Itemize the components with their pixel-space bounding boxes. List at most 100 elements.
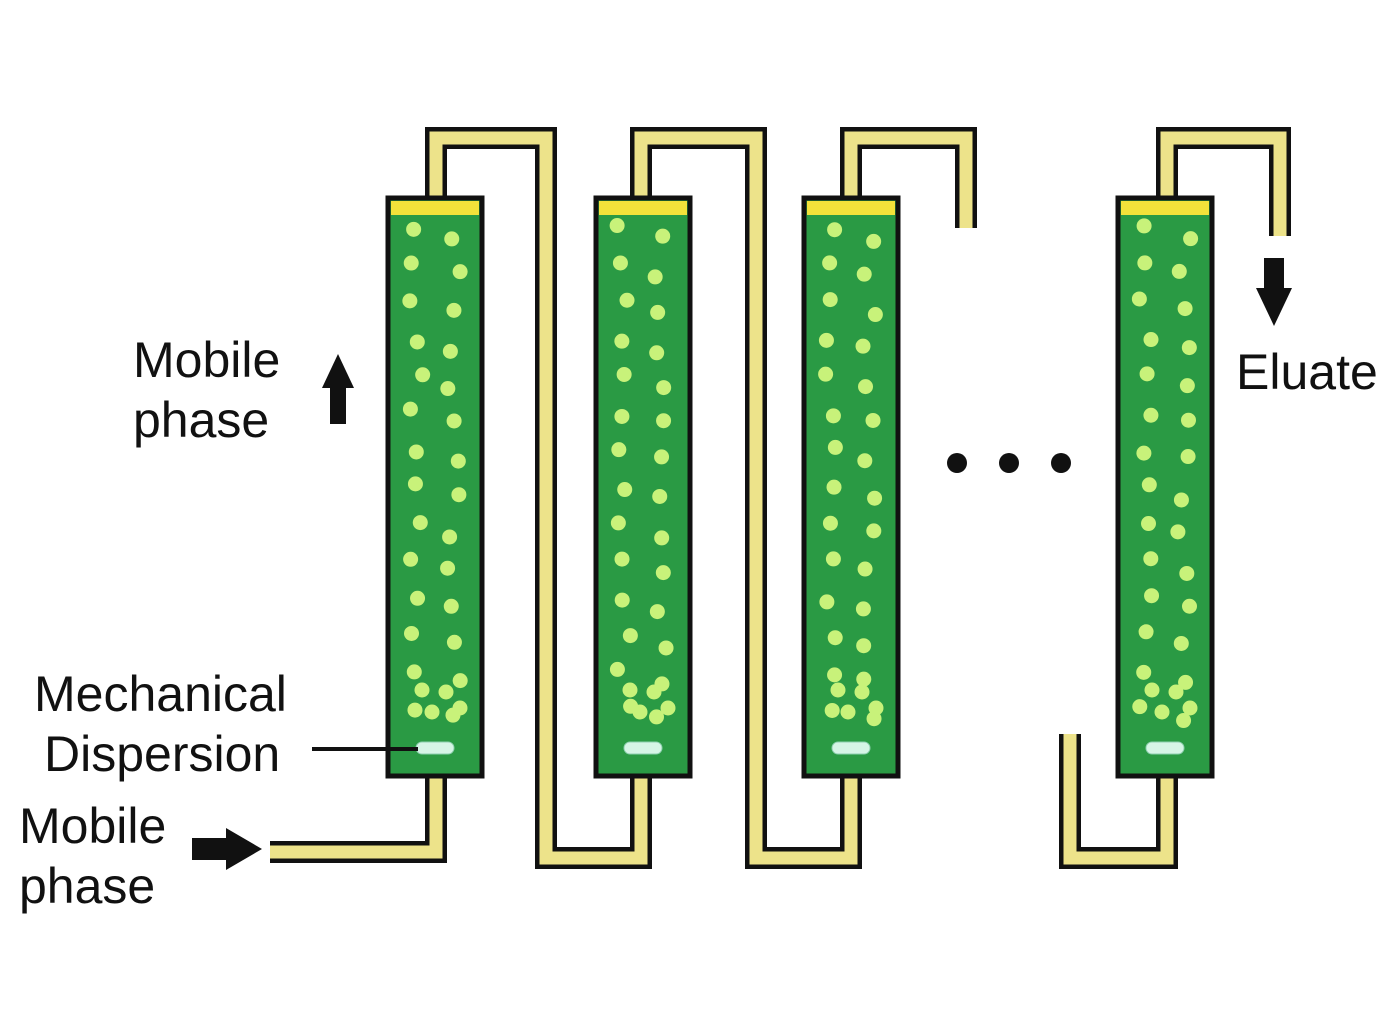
packing-bead: [632, 704, 648, 720]
packing-bead: [822, 255, 838, 271]
packing-bead: [1168, 684, 1184, 700]
packing-bead: [868, 700, 884, 716]
packing-bead: [654, 449, 670, 465]
packing-bead: [1177, 301, 1193, 317]
packing-bead: [827, 439, 843, 455]
packing-bead: [660, 700, 676, 716]
packing-bead: [646, 684, 662, 700]
packing-bead: [1180, 412, 1196, 428]
packing-bead: [1183, 231, 1199, 247]
packing-bead: [1138, 624, 1154, 640]
packing-bead: [610, 515, 626, 531]
tube-segment: [1063, 734, 1174, 865]
tube-segment: [844, 131, 973, 228]
packing-bead: [857, 561, 873, 577]
packing-bead: [442, 529, 458, 545]
packing-bead: [622, 682, 638, 698]
packing-bead: [408, 444, 424, 460]
packing-bead: [611, 442, 627, 458]
packing-bead: [649, 604, 665, 620]
packing-bead: [450, 453, 466, 469]
packing-bead: [1131, 291, 1147, 307]
packing-bead: [654, 530, 670, 546]
tube-segment: [1160, 131, 1287, 236]
packing-bead: [406, 221, 422, 237]
packing-bead: [617, 482, 633, 498]
packing-bead: [858, 379, 874, 395]
mobile-phase-flow-label: Mobile phase: [133, 330, 280, 450]
packing-bead: [1136, 445, 1152, 461]
mobile-phase-flow-line1: Mobile: [133, 332, 281, 388]
dispersion-disc: [623, 741, 663, 755]
tube-segment: [634, 131, 858, 865]
packing-bead: [446, 413, 462, 429]
packing-bead: [818, 366, 834, 382]
packing-bead: [404, 625, 420, 641]
packing-bead: [867, 490, 883, 506]
mobile-phase-flow-line2: phase: [133, 392, 270, 448]
packing-bead: [1141, 516, 1157, 532]
packing-bead: [1176, 713, 1192, 729]
tube-segment: [270, 760, 443, 859]
packing-bead: [609, 661, 625, 677]
packing-bead: [452, 673, 468, 689]
packing-bead: [406, 664, 422, 680]
packing-bead: [451, 487, 467, 503]
packing-bead: [1144, 588, 1160, 604]
packing-bead: [819, 594, 835, 610]
packing-bead: [656, 413, 672, 429]
packing-bead: [414, 682, 430, 698]
packing-bead: [443, 598, 459, 614]
packing-bead: [1132, 699, 1148, 715]
top-frit: [807, 201, 895, 215]
packing-bead: [1144, 682, 1160, 698]
up-arrow-icon: [322, 354, 354, 424]
packing-bead: [856, 266, 872, 282]
packing-bead: [614, 408, 630, 424]
column: [593, 195, 693, 779]
top-frit: [599, 201, 687, 215]
packing-bead: [442, 343, 458, 359]
packing-bead: [1143, 332, 1159, 348]
packing-bead: [619, 292, 635, 308]
packing-bead: [1173, 492, 1189, 508]
mobile-phase-inlet-line2: phase: [19, 858, 156, 914]
packing-bead: [622, 628, 638, 644]
packing-bead: [1136, 218, 1152, 234]
mobile-phase-inlet-label: Mobile phase: [19, 796, 166, 916]
packing-bead: [854, 684, 870, 700]
columns: [385, 195, 1215, 779]
packing-bead: [652, 488, 668, 504]
packing-bead: [1136, 664, 1152, 680]
packing-bead: [446, 634, 462, 650]
dispersion-disc: [415, 741, 455, 755]
packing-bead: [866, 523, 882, 539]
top-frit: [391, 201, 479, 215]
packing-bead: [827, 630, 843, 646]
packing-bead: [614, 333, 630, 349]
packing-bead: [824, 702, 840, 718]
packing-bead: [407, 702, 423, 718]
packing-bead: [1141, 477, 1157, 493]
packing-bead: [1143, 407, 1159, 423]
column-body: [593, 195, 693, 779]
packing-bead: [614, 592, 630, 608]
packing-bead: [1143, 551, 1159, 567]
packing-bead: [452, 264, 468, 280]
packing-bead: [614, 551, 630, 567]
packing-bead: [446, 302, 462, 318]
right-arrow-icon: [192, 828, 262, 870]
packing-bead: [856, 671, 872, 687]
packing-bead: [1181, 598, 1197, 614]
packing-bead: [409, 334, 425, 350]
packing-bead: [825, 551, 841, 567]
packing-bead: [818, 332, 834, 348]
dispersion-disc: [1145, 741, 1185, 755]
packing-bead: [649, 709, 665, 725]
packing-bead: [656, 380, 672, 396]
column-body: [1115, 195, 1215, 779]
packing-bead: [826, 479, 842, 495]
packing-bead: [827, 222, 843, 238]
packing-bead: [867, 307, 883, 323]
eluate-label: Eluate: [1236, 344, 1378, 400]
